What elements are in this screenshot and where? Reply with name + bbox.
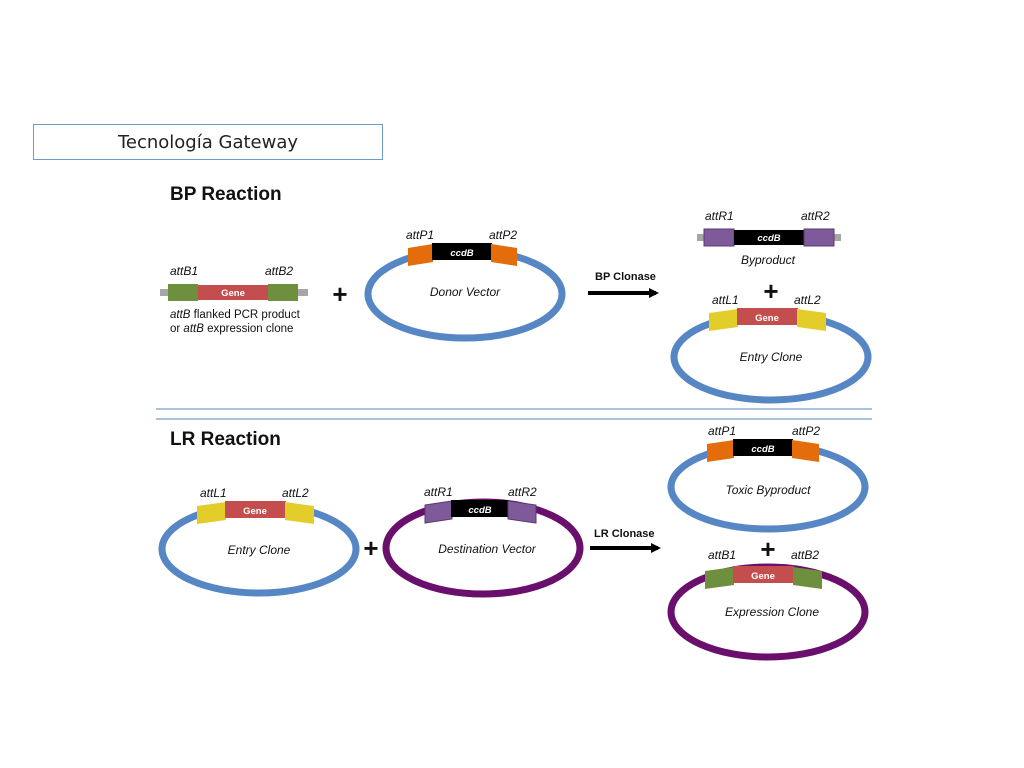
- slide-title-text: Tecnología Gateway: [117, 131, 299, 153]
- lr-plus-1: +: [363, 533, 378, 563]
- pcr-attb1-segment: [168, 284, 198, 301]
- pcr-attb2-segment: [268, 284, 298, 301]
- pcr-caption-line1: attB flanked PCR product: [170, 309, 301, 321]
- slide-title: Tecnología Gateway: [33, 124, 383, 160]
- bp-entry-attl2-label: attL2: [794, 293, 821, 307]
- destination-ccdb-label: ccdB: [468, 505, 491, 516]
- lr-plus-2: +: [760, 534, 775, 564]
- byproduct-attr1-segment: [703, 228, 735, 247]
- pcr-caption-line2: or attB expression clone: [170, 323, 293, 335]
- expression-clone-label: Expression Clone: [725, 605, 819, 619]
- lr-entry-gene-segment: [225, 501, 286, 518]
- byproduct-label: Byproduct: [741, 253, 796, 267]
- pcr-attb2-label: attB2: [265, 264, 293, 278]
- donor-vector: ccdB attP1 attP2 Donor Vector: [364, 228, 566, 342]
- donor-attp1-label: attP1: [406, 228, 434, 242]
- destination-attr2-label: attR2: [508, 485, 537, 499]
- bp-plus-1: +: [332, 279, 347, 309]
- bp-entry-gene-segment: [737, 308, 798, 325]
- toxic-ccdb-label: ccdB: [751, 444, 774, 455]
- pcr-gene-segment: [198, 285, 268, 300]
- expression-attb2-label: attB2: [791, 548, 819, 562]
- lr-entry-clone: Gene attL1 attL2 Entry Clone: [158, 486, 360, 597]
- lr-clonase-label: LR Clonase: [594, 528, 655, 540]
- byproduct-attr2-label: attR2: [801, 209, 830, 223]
- bp-entry-clone-label: Entry Clone: [740, 350, 803, 364]
- expression-gene-segment: [733, 566, 794, 583]
- destination-attr1-segment: [424, 500, 453, 524]
- lr-entry-attl1-segment: [197, 502, 226, 524]
- destination-attr2-segment: [507, 500, 537, 524]
- lr-entry-gene-label: Gene: [243, 506, 267, 517]
- bp-pcr-product: Gene attB1 attB2 attB flanked PCR produc…: [160, 264, 308, 335]
- expression-clone: Gene attB1 attB2 Expression Clone: [667, 548, 869, 661]
- bp-clonase-label: BP Clonase: [595, 271, 656, 283]
- pcr-gene-label: Gene: [221, 288, 245, 299]
- toxic-attp1-label: attP1: [708, 424, 736, 438]
- bp-entry-clone: Gene attL1 attL2 Entry Clone: [670, 293, 872, 404]
- bp-entry-attl2-segment: [797, 309, 826, 331]
- lr-entry-attl2-label: attL2: [282, 486, 309, 500]
- donor-ccdb-segment: [432, 243, 492, 260]
- byproduct-attr2-segment: [803, 228, 835, 247]
- expression-attb1-label: attB1: [708, 548, 736, 562]
- destination-attr1-label: attR1: [424, 485, 453, 499]
- donor-attp2-label: attP2: [489, 228, 517, 242]
- expression-attb1-segment: [705, 567, 734, 589]
- lr-entry-attl2-segment: [285, 502, 314, 524]
- expression-gene-label: Gene: [751, 571, 775, 582]
- donor-attp1-segment: [408, 244, 433, 266]
- bp-entry-attl1-label: attL1: [712, 293, 739, 307]
- donor-ccdb-label: ccdB: [450, 248, 473, 259]
- byproduct-attr1-label: attR1: [705, 209, 734, 223]
- lr-entry-clone-label: Entry Clone: [228, 543, 291, 557]
- toxic-byproduct: ccdB attP1 attP2 Toxic Byproduct: [667, 424, 869, 533]
- bp-plus-2: +: [763, 276, 778, 306]
- donor-vector-label: Donor Vector: [430, 285, 501, 299]
- toxic-ccdb-segment: [733, 439, 793, 456]
- bp-entry-gene-label: Gene: [755, 313, 779, 324]
- destination-vector: ccdB attR1 attR2 Destination Vector: [382, 485, 584, 598]
- pcr-attb1-label: attB1: [170, 264, 198, 278]
- lr-entry-attl1-label: attL1: [200, 486, 227, 500]
- destination-vector-label: Destination Vector: [438, 542, 537, 556]
- byproduct-ccdb-label: ccdB: [757, 233, 780, 244]
- byproduct-ccdb-segment: [734, 230, 804, 245]
- bp-heading: BP Reaction: [170, 184, 282, 205]
- toxic-attp2-segment: [792, 440, 819, 462]
- expression-attb2-segment: [793, 567, 822, 589]
- bp-byproduct: ccdB attR1 attR2 Byproduct: [697, 209, 841, 267]
- toxic-attp1-segment: [707, 440, 734, 462]
- donor-attp2-segment: [491, 244, 517, 266]
- destination-ccdb-segment: [451, 500, 509, 517]
- bp-entry-attl1-segment: [709, 309, 738, 331]
- lr-heading: LR Reaction: [170, 429, 281, 450]
- toxic-attp2-label: attP2: [792, 424, 820, 438]
- toxic-byproduct-label: Toxic Byproduct: [726, 483, 812, 497]
